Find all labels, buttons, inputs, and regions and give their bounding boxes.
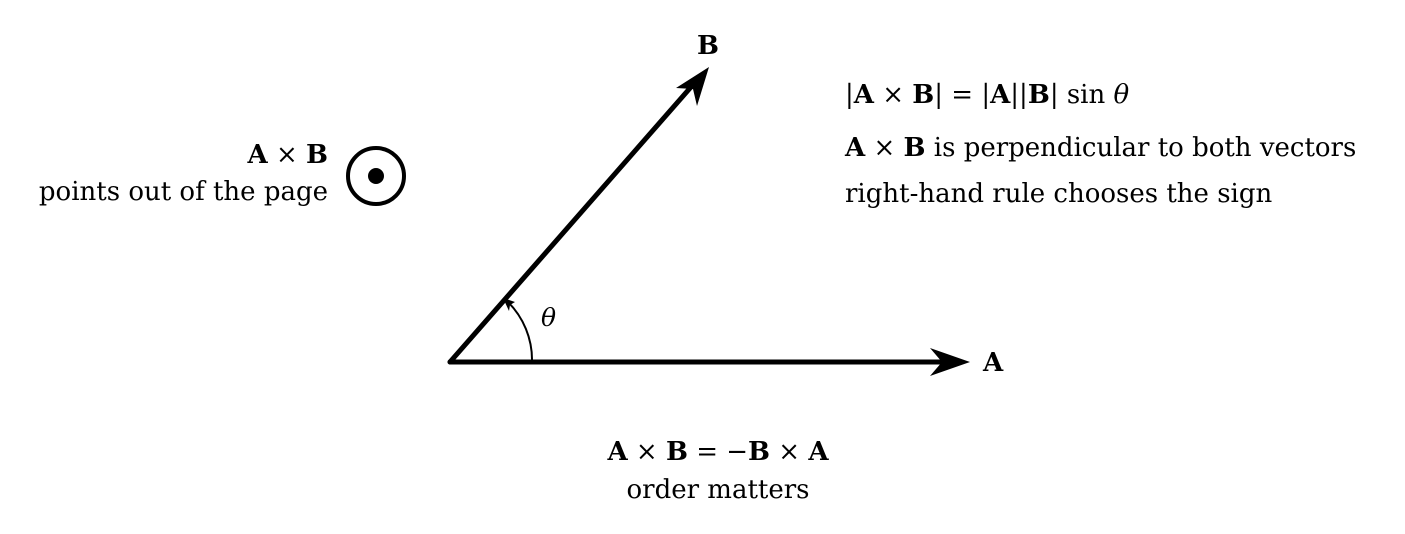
magnitude-a: A bbox=[853, 80, 874, 110]
perpendicular-statement: A × B is perpendicular to both vectors bbox=[845, 133, 1356, 163]
out-of-page-caption: points out of the page bbox=[38, 177, 328, 207]
perp-a: A bbox=[845, 133, 866, 163]
anticommute-caption: order matters bbox=[626, 475, 810, 505]
magnitude-formula: |A × B| = |A||B| sin θ bbox=[845, 80, 1129, 110]
magnitude-bar-open: | bbox=[845, 80, 854, 110]
perp-b: B bbox=[903, 133, 926, 163]
vector-a-arrowhead bbox=[930, 348, 970, 376]
out-of-page-circle bbox=[346, 146, 406, 206]
anti-times1: × bbox=[627, 437, 666, 467]
anti-a1: A bbox=[607, 437, 628, 467]
magnitude-theta: θ bbox=[1113, 80, 1130, 110]
magnitude-equals: | = | bbox=[934, 80, 991, 110]
angle-label: θ bbox=[541, 303, 557, 332]
magnitude-b2: B bbox=[1027, 80, 1050, 110]
anticommute-formula: A × B = −B × A bbox=[518, 437, 918, 467]
magnitude-a2: A bbox=[990, 80, 1011, 110]
magnitude-bars-mid: || bbox=[1010, 80, 1028, 110]
product-a: A bbox=[247, 140, 268, 170]
magnitude-sin: | sin bbox=[1049, 80, 1114, 110]
out-of-page-product-label: A × B bbox=[248, 140, 329, 170]
magnitude-b: B bbox=[912, 80, 935, 110]
anti-b1: B bbox=[665, 437, 688, 467]
anti-times2: × bbox=[770, 437, 809, 467]
vector-b-arrowhead bbox=[676, 67, 709, 106]
magnitude-times: × bbox=[873, 80, 913, 110]
right-hand-rule-statement: right-hand rule chooses the sign bbox=[845, 179, 1273, 209]
anti-b2: B bbox=[748, 437, 771, 467]
vector-a-label: A bbox=[983, 348, 1004, 378]
vector-b-line bbox=[447, 76, 701, 365]
out-of-page-dot bbox=[368, 168, 384, 184]
perp-times: × bbox=[865, 133, 904, 163]
perp-rest: is perpendicular to both vectors bbox=[925, 133, 1357, 163]
vector-b-label: B bbox=[697, 31, 719, 61]
angle-arc-arrowhead bbox=[503, 298, 515, 311]
product-op: × bbox=[267, 140, 307, 170]
angle-arc bbox=[506, 300, 534, 363]
product-b: B bbox=[306, 140, 328, 170]
anti-eq: = − bbox=[687, 437, 749, 467]
anti-a2: A bbox=[808, 437, 829, 467]
